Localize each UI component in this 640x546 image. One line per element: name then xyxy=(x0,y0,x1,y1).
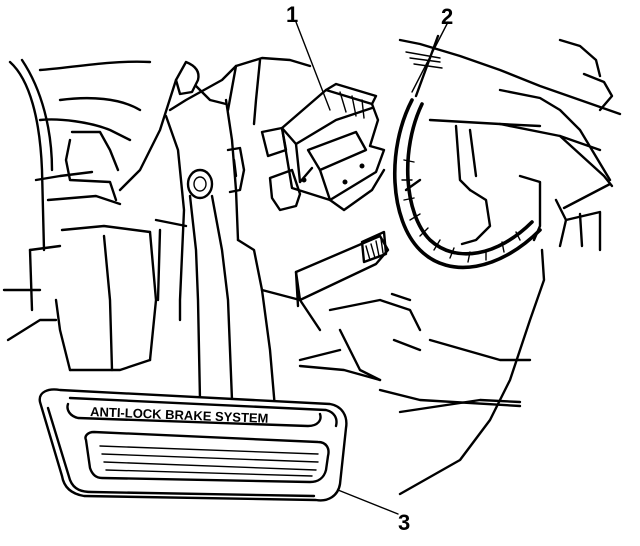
firewall-and-harness xyxy=(294,34,622,496)
brake-pedal-pad: ANTI-LOCK BRAKE SYSTEM xyxy=(38,388,348,502)
callout-3: 3 xyxy=(398,510,410,535)
pedal-bracket xyxy=(154,56,322,422)
left-dash-structure xyxy=(2,58,228,372)
abs-module xyxy=(260,82,386,212)
leader-line-3 xyxy=(337,489,399,515)
leader-lines xyxy=(295,21,449,515)
callout-2: 2 xyxy=(441,4,453,29)
leader-line-1 xyxy=(295,21,331,111)
pedal-plate-text: ANTI-LOCK BRAKE SYSTEM xyxy=(90,404,269,426)
leader-line-2 xyxy=(411,21,449,93)
bracket-hole-icon xyxy=(186,168,214,200)
callout-1: 1 xyxy=(286,2,298,27)
